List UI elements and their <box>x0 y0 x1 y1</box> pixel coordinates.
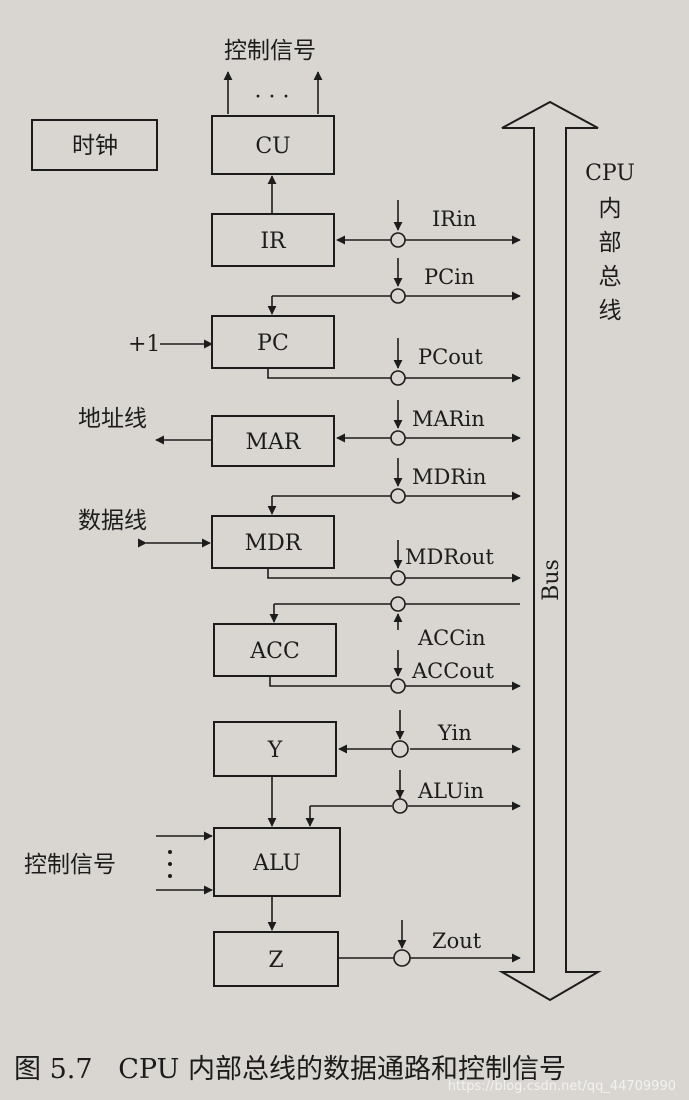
side-label-char: 部 <box>599 230 622 256</box>
alu-control-dot <box>168 874 172 878</box>
pcout-gate <box>390 370 406 386</box>
pc-increment-label: +1 <box>128 332 160 357</box>
mar-box <box>211 415 335 467</box>
figure-caption: 图 5.7 CPU 内部总线的数据通路和控制信号 <box>14 1054 566 1085</box>
pc-box <box>211 315 335 369</box>
watermark: https://blog.csdn.net/qq_44709990 <box>448 1079 676 1094</box>
side-label-char: 总 <box>599 264 622 290</box>
marin-gate <box>390 430 406 446</box>
alu-label: ALU <box>252 851 301 876</box>
acc-label: ACC <box>249 639 300 664</box>
pcout-line <box>267 368 392 379</box>
cu-box <box>211 115 335 175</box>
zout-gate <box>393 949 411 967</box>
z-label: Z <box>268 948 283 973</box>
yin-label: Yin <box>437 721 472 745</box>
bus-label: Bus <box>539 559 564 601</box>
side-label-char: 线 <box>599 298 622 324</box>
pcout-label: PCout <box>418 345 483 369</box>
irin-label: IRin <box>432 207 476 231</box>
accout-gate <box>390 678 406 694</box>
aluin-label: ALUin <box>417 779 484 803</box>
pcin-gate <box>390 288 406 304</box>
mdrin-label: MDRin <box>412 465 486 489</box>
data-line-label: 数据线 <box>78 508 147 534</box>
clock-label: 时钟 <box>72 133 118 159</box>
cu-label: CU <box>255 134 290 159</box>
control-signal-top-dots: · · · <box>255 85 290 110</box>
cpu-internal-bus <box>498 100 602 1002</box>
mdrout-label: MDRout <box>405 545 494 569</box>
side-label-cpu: CPU <box>585 161 635 186</box>
accin-label: ACCin <box>417 626 486 650</box>
control-signal-top-label: 控制信号 <box>224 38 316 64</box>
alu-box <box>213 827 341 897</box>
z-box <box>213 931 339 987</box>
mar-label: MAR <box>246 430 302 455</box>
mdr-box <box>211 515 335 569</box>
mdrout-line <box>267 568 392 579</box>
alu-control-dot <box>168 850 172 854</box>
accout-label: ACCout <box>411 659 494 683</box>
y-label: Y <box>267 738 283 763</box>
acc-box <box>213 623 337 677</box>
irin-gate <box>390 232 406 248</box>
alu-control-label: 控制信号 <box>24 852 116 878</box>
clock-box <box>31 119 158 171</box>
accin-gate <box>390 596 406 612</box>
mdr-label: MDR <box>245 531 303 556</box>
ir-label: IR <box>260 229 287 254</box>
mdrin-gate <box>390 488 406 504</box>
pcin-label: PCin <box>424 265 474 289</box>
y-box <box>213 721 337 777</box>
accout-line <box>269 676 392 687</box>
alu-control-dot <box>168 862 172 866</box>
ir-box <box>211 213 335 267</box>
side-label-char: 内 <box>599 196 622 222</box>
pc-label: PC <box>257 331 289 356</box>
yin-gate <box>391 740 409 758</box>
marin-label: MARin <box>412 407 485 431</box>
address-line-label: 地址线 <box>78 406 147 432</box>
zout-label: Zout <box>432 929 482 953</box>
aluin-gate <box>392 798 408 814</box>
mdrout-gate <box>390 570 406 586</box>
